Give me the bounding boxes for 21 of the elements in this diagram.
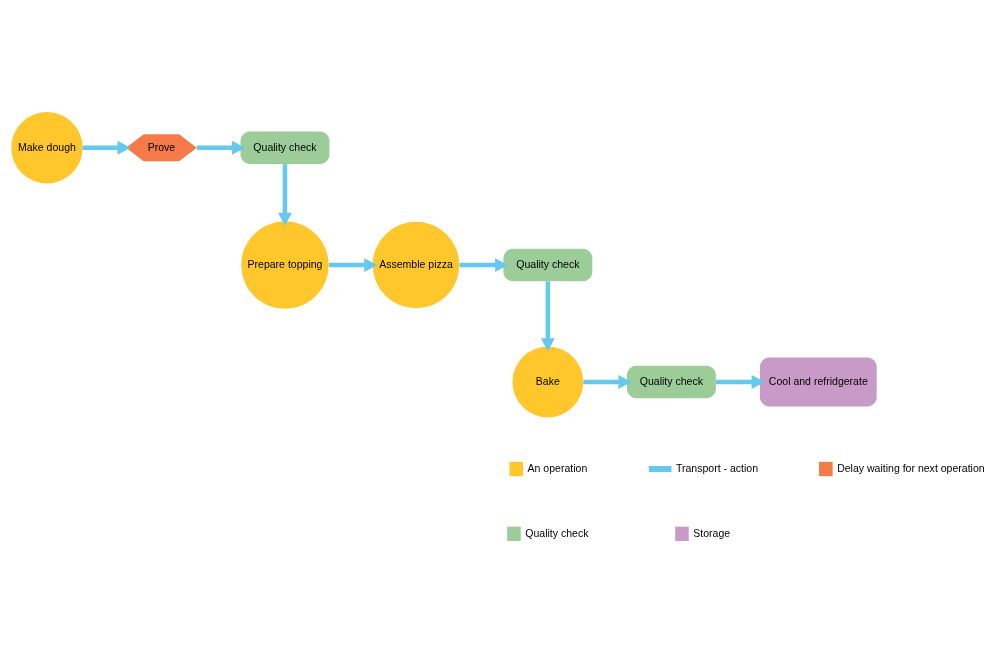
node-box: Quality check xyxy=(503,248,593,281)
node-box: Quality check xyxy=(626,365,716,398)
legend-label: Quality check xyxy=(525,526,589,539)
node-box: Quality check xyxy=(240,131,330,164)
legend-label: Delay waiting for next operation xyxy=(837,461,985,474)
arrow xyxy=(583,374,632,389)
arrow xyxy=(459,257,509,272)
node-circle: Bake xyxy=(512,346,584,417)
arrow xyxy=(540,280,555,351)
arrow xyxy=(278,163,292,226)
node-box: Cool and refridgerate xyxy=(759,357,877,406)
node-circle: Prepare topping xyxy=(241,220,329,309)
legend-label: Storage xyxy=(693,526,731,539)
node-circle: Make dough xyxy=(11,111,83,183)
legend-label: An operation xyxy=(527,461,588,474)
legend-label: Transport - action xyxy=(675,461,759,474)
arrow xyxy=(196,140,246,155)
arrow xyxy=(82,140,131,155)
arrow xyxy=(329,257,378,272)
arrow xyxy=(715,374,765,389)
node-circle: Assemble pizza xyxy=(372,221,460,308)
